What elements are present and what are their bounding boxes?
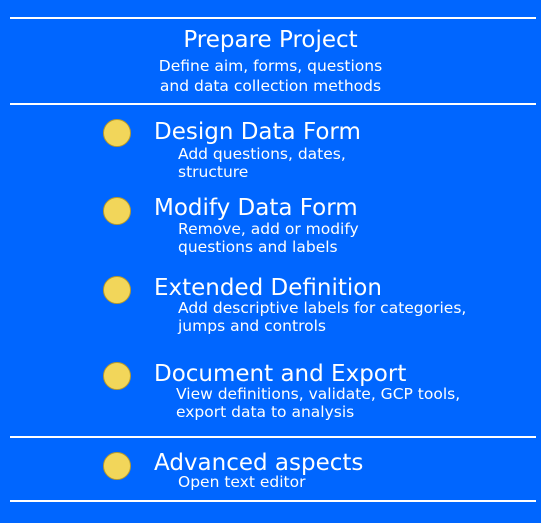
section-divider-2 (10, 436, 536, 438)
prepare-project-subtitle: Define aim, forms, questions and data co… (0, 56, 541, 96)
step-description: Open text editor (178, 473, 306, 491)
step-description: Remove, add or modify questions and labe… (178, 220, 359, 256)
step-title: Advanced aspects (154, 450, 364, 476)
bullet-icon (103, 276, 131, 304)
step-title: Design Data Form (154, 119, 361, 145)
bullet-icon (103, 119, 131, 147)
step-description: Add questions, dates, structure (178, 145, 346, 181)
top-divider (10, 17, 536, 19)
step-title: Document and Export (154, 361, 407, 387)
bullet-icon (103, 452, 131, 480)
section-divider-1 (10, 103, 536, 105)
prepare-project-section: Prepare Project Define aim, forms, quest… (0, 26, 541, 96)
bullet-icon (103, 197, 131, 225)
step-description: View definitions, validate, GCP tools, e… (176, 385, 461, 421)
bottom-divider (10, 500, 536, 502)
step-description: Add descriptive labels for categories, j… (178, 299, 467, 335)
prepare-project-title: Prepare Project (183, 27, 358, 53)
step-title: Modify Data Form (154, 195, 358, 221)
bullet-icon (103, 362, 131, 390)
prepare-project-subtitle-text: Define aim, forms, questions and data co… (158, 57, 383, 95)
step-title: Extended Definition (154, 275, 382, 301)
